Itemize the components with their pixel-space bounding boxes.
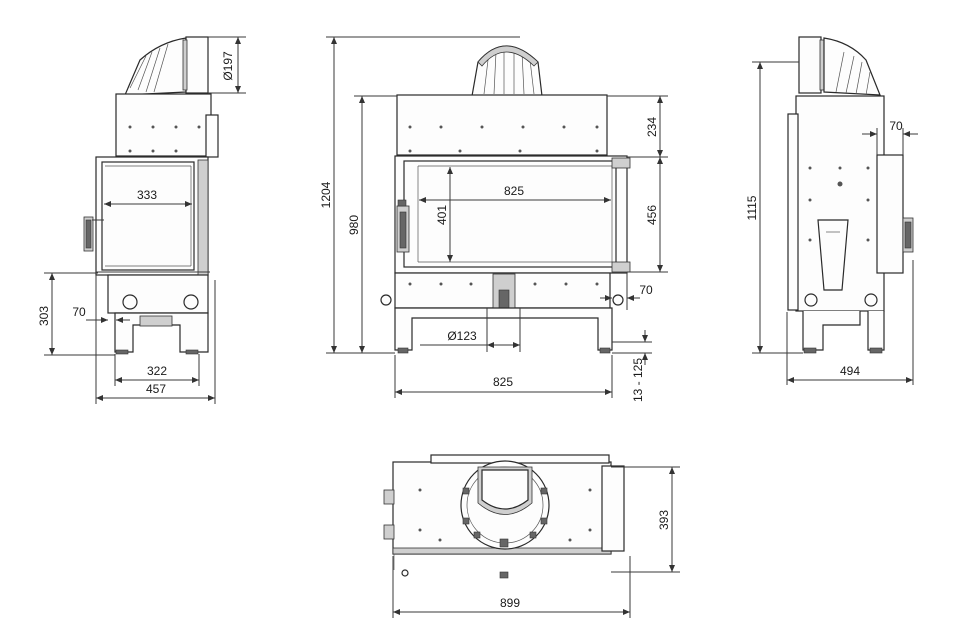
flue-elbow-right xyxy=(798,36,881,96)
flue-opening-top xyxy=(460,460,550,550)
dim-height-1115: 1115 xyxy=(745,195,759,220)
center-front-view: 1204 980 234 456 401 825 Ø123 70 825 13 … xyxy=(319,36,668,402)
dim-height-303: 303 xyxy=(37,306,51,326)
dim-top-234: 234 xyxy=(645,117,659,137)
legs-right xyxy=(802,311,885,351)
air-inlet-right-2 xyxy=(864,293,878,307)
body-top-left xyxy=(115,93,212,157)
top-view: 393 899 xyxy=(383,454,680,618)
dim-flue-diameter: Ø197 xyxy=(221,51,235,81)
bolt-row-left xyxy=(128,125,201,153)
dim-leg-span: 322 xyxy=(147,364,167,378)
flue-collar-center xyxy=(471,45,543,97)
dim-door-height: 456 xyxy=(645,205,659,225)
side-panel-right xyxy=(876,154,904,274)
right-side-view: 1115 70 494 xyxy=(745,36,918,385)
bolt-row-side xyxy=(808,166,870,242)
dim-offset-70-left: 70 xyxy=(72,305,86,319)
top-handle xyxy=(383,489,395,540)
door-handle-center xyxy=(396,199,410,253)
air-inlet-right-1 xyxy=(804,293,818,307)
air-inlet-left-1 xyxy=(122,294,138,310)
dim-width-825: 825 xyxy=(493,375,513,389)
bolt-row-bottom-center xyxy=(408,282,599,286)
flue-elbow-left xyxy=(124,36,209,96)
left-front-view: Ø197 333 303 70 322 457 xyxy=(37,36,246,404)
air-inlet-left-2 xyxy=(183,294,199,310)
legs-center xyxy=(394,307,613,351)
dim-total-width-left: 457 xyxy=(146,382,166,396)
dim-depth-494: 494 xyxy=(840,364,860,378)
door-handle-left xyxy=(83,216,104,252)
convection-vent-right xyxy=(817,219,849,291)
dim-total-height: 1204 xyxy=(319,181,333,208)
dim-offset-70-center: 70 xyxy=(639,283,653,297)
dim-width-899: 899 xyxy=(500,596,520,610)
dim-leg-range: 13 - 125 xyxy=(631,358,645,402)
dim-depth-393: 393 xyxy=(657,510,671,530)
dim-offset-70-right: 70 xyxy=(889,119,903,133)
body-top-center xyxy=(396,94,608,156)
dim-outlet-diameter: Ø123 xyxy=(447,329,477,343)
dim-body-height: 980 xyxy=(347,215,361,235)
dim-glass-width-left: 333 xyxy=(137,188,157,202)
bolt-row-top xyxy=(418,488,592,542)
dim-glass-height: 401 xyxy=(435,205,449,225)
bolt-row-center xyxy=(408,125,599,153)
side-handle-right xyxy=(902,217,914,253)
dim-glass-width-center: 825 xyxy=(504,184,524,198)
